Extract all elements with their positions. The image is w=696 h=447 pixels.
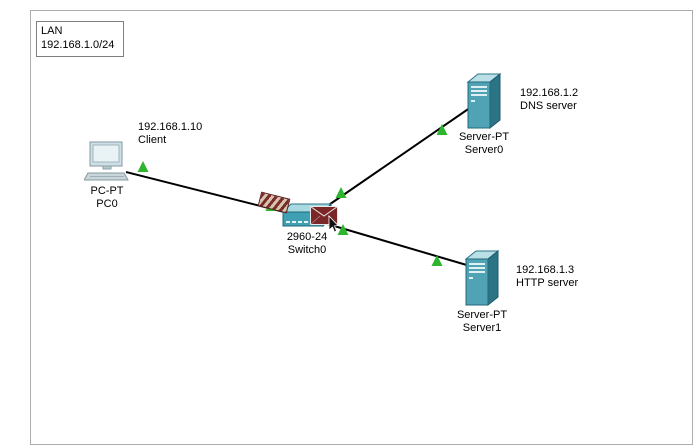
pc0-model-label: PC-PT	[90, 185, 124, 197]
pc0-ip-note: 192.168.1.10	[138, 121, 203, 133]
lan-subnet: 192.168.1.0/24	[41, 39, 115, 51]
tower-server-icon	[464, 249, 500, 307]
switch0-model-label: 2960-24	[286, 231, 328, 243]
note-server0[interactable]: 192.168.1.2 DNS server	[520, 87, 578, 113]
server0-ip-note: 192.168.1.2	[520, 87, 579, 99]
server1-role-note: HTTP server	[516, 277, 579, 289]
link-switch0-server1[interactable]	[323, 222, 471, 267]
desktop-pc-icon	[83, 141, 129, 181]
link-status-triangle	[436, 124, 448, 135]
note-pc0[interactable]: 192.168.1.10 Client	[138, 121, 202, 147]
tower-server-icon	[466, 72, 502, 130]
server1-name-label: Server1	[462, 322, 502, 334]
workspace-frame	[30, 10, 693, 445]
link-switch0-server0[interactable]	[319, 102, 478, 212]
link-status-triangle	[335, 187, 347, 198]
pc0-name-label: PC0	[96, 198, 118, 210]
device-server0[interactable]	[464, 72, 506, 137]
server1-model-label: Server-PT	[456, 309, 508, 321]
switch0-name-label: Switch0	[287, 244, 327, 256]
pc0-role-note: Client	[138, 134, 167, 146]
device-label-server1: Server-PT Server1	[442, 309, 522, 335]
device-pc0[interactable]	[83, 140, 130, 189]
server0-model-label: Server-PT	[458, 131, 510, 143]
link-status-triangle	[431, 255, 443, 266]
server0-name-label: Server0	[464, 144, 504, 156]
server1-ip-note: 192.168.1.3	[516, 264, 575, 276]
device-label-server0: Server-PT Server0	[444, 131, 524, 157]
lan-annotation-box[interactable]: LAN 192.168.1.0/24	[36, 21, 124, 57]
device-server1[interactable]	[462, 249, 504, 314]
lan-title: LAN	[41, 25, 63, 37]
pdu-envelope-icon[interactable]	[310, 206, 342, 239]
note-server1[interactable]: 192.168.1.3 HTTP server	[516, 264, 578, 290]
link-status-triangle	[337, 224, 349, 235]
cursor-arrow-icon	[328, 214, 339, 233]
device-label-switch0: 2960-24 Switch0	[267, 231, 347, 257]
device-label-pc0: PC-PT PC0	[67, 185, 147, 211]
link-status-triangle	[137, 161, 149, 172]
server0-role-note: DNS server	[520, 100, 577, 112]
